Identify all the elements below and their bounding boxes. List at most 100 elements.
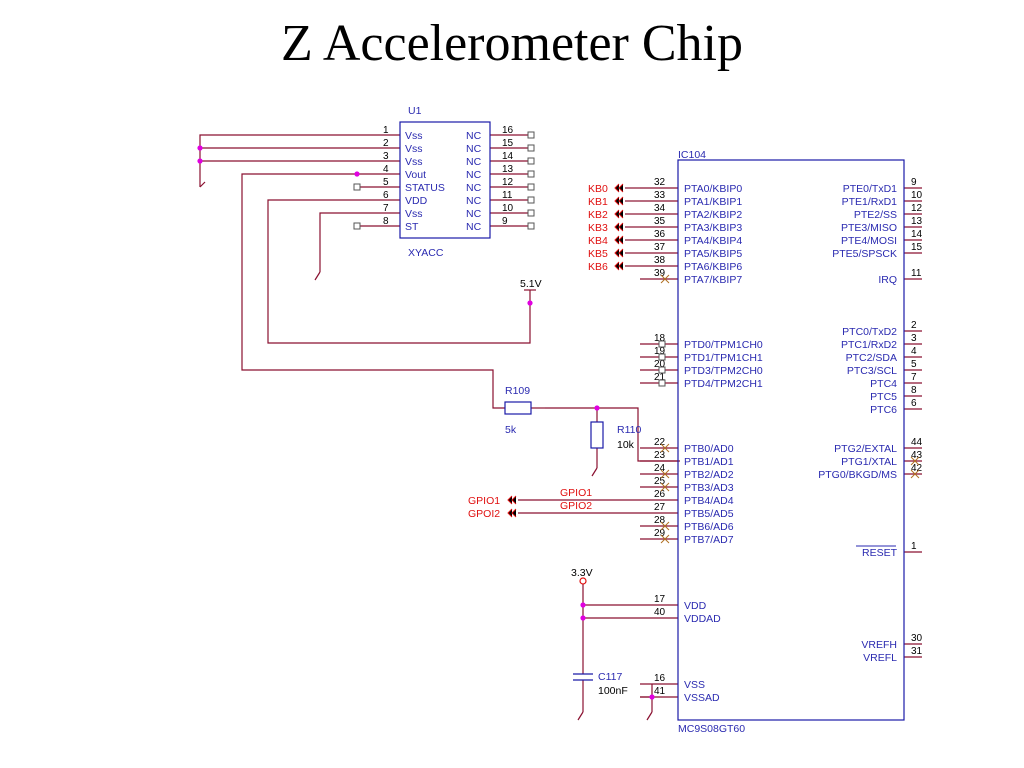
unused-pin-marker [658,340,666,348]
ic104-pin-name: PTC3/SCL [847,365,897,377]
ic104-pin-number: 4 [911,346,917,357]
junction-dot [354,171,360,177]
ic104-pin-number: 26 [654,489,666,500]
ic104-pin-number: 10 [911,190,923,201]
u1-pin-name: NC [466,156,482,168]
ic104-pin-number: 25 [654,476,666,487]
u1-pin-name: Vout [405,169,426,181]
vout-net [241,173,505,409]
ic104-pin-name: PTC5 [870,391,897,403]
power-5v1-label: 5.1V [520,278,542,290]
ic104-pin-number: 28 [654,515,666,526]
kb-port-chevron [614,235,620,245]
u1-nc-marker [527,170,535,178]
ic104-pin-number: 9 [911,177,917,188]
kb-port-label: KB6 [588,261,608,273]
u1-pin-name: NC [466,182,482,194]
ic104-pin-number: 34 [654,203,666,214]
ic104-pin-number: 42 [911,463,923,474]
u1-pin-number: 5 [383,177,389,188]
kb-port-chevron [618,196,624,206]
ic104-pin-number: 13 [911,216,923,227]
ic104-pin-name: PTE1/RxD1 [842,196,898,208]
u1-pin-number: 2 [383,138,389,149]
wires [199,134,922,721]
ic104-pin-number: 12 [911,203,923,214]
gnd-net [319,212,360,272]
ic104-pin-name: VDDAD [684,613,721,625]
u1-pin-number: 12 [502,177,514,188]
ic104-pin-name: PTC2/SDA [846,352,897,364]
u1-nc-marker [527,196,535,204]
junction-dot [594,405,600,411]
u1-nc-marker [527,222,535,230]
unused-pin-mark [660,469,670,479]
ic104-pin-name: PTA4/KBIP4 [684,235,742,247]
ic104-pin-number: 14 [911,229,923,240]
u1-nc-marker [353,222,361,230]
ic104-pin-number: 19 [654,346,666,357]
u1-pin-name: NC [466,221,482,233]
kb-port-chevron [618,248,624,258]
gpio-port-label: GPOI2 [468,508,500,520]
ic104-pin-name: RESET [862,547,898,559]
unused-pin-mark [910,456,920,466]
gpio-net-label: GPIO1 [560,487,592,499]
r109-body [504,401,532,415]
ic104-pin-name: PTE5/SPSCK [832,248,897,260]
u1-pin-name: NC [466,130,482,142]
ic104-pin-name: VSS [684,679,705,691]
c117-value: 100nF [598,685,628,697]
gpio-port-chevron [511,508,517,518]
u1-pin-name: Vss [405,143,423,155]
u1-pin-name: Vss [405,208,423,220]
ic104-pin-number: 30 [911,633,923,644]
ic104-pin-name: PTG2/EXTAL [834,443,897,455]
u1-pin-name: STATUS [405,182,445,194]
r110-body [590,421,604,449]
ic104-pin-name: PTE3/MISO [841,222,897,234]
ic104-pin-number: 21 [654,372,666,383]
ic104-pin-number: 11 [911,268,922,279]
kb-port-chevron [618,209,624,219]
gpio-port-chevron [507,495,513,505]
ic104-pin-number: 27 [654,502,666,513]
ic104-pin-name: PTD0/TPM1CH0 [684,339,763,351]
unused-pin-marker [658,366,666,374]
ic104-pin-name: PTD3/TPM2CH0 [684,365,763,377]
ic104-pin-name: PTD4/TPM2CH1 [684,378,763,390]
ic104-pin-name: PTG0/BKGD/MS [818,469,897,481]
ic104-pin-name: PTC1/RxD2 [841,339,897,351]
r110-ref: R110 [617,424,641,436]
ground-symbol [646,711,653,721]
r109-ref: R109 [505,385,530,397]
vdd-3v3-net [582,605,640,619]
unused-pin-marker [658,353,666,361]
unused-pin-mark [660,482,670,492]
ic104-pin-name: VSSAD [684,692,720,704]
unused-pin-mark [660,534,670,544]
ic104-pin-name: PTE0/TxD1 [843,183,897,195]
u1-pin-number: 3 [383,151,389,162]
gpio-port-chevron [511,495,517,505]
ic104-pin-name: PTB1/AD1 [684,456,734,468]
ic104-pin-name: VREFH [861,639,897,651]
kb-port-label: KB3 [588,222,608,234]
ic104-pin-name: PTD1/TPM1CH1 [684,352,763,364]
ground-symbol [577,711,584,721]
gpio-port-label: GPIO1 [468,495,500,507]
ic104-pin-number: 18 [654,333,666,344]
u1-pin-name: NC [466,195,482,207]
ground-symbol [199,181,206,188]
ic104-pin-name: PTB0/AD0 [684,443,734,455]
junction-dot [580,602,586,608]
ic104-pin-number: 20 [654,359,666,370]
u1-pin-number: 6 [383,190,389,201]
ic104-pin-number: 37 [654,242,666,253]
u1-nc-marker [527,131,535,139]
unused-pin-mark [660,274,670,284]
kb-port-chevron [614,222,620,232]
gnd-net [199,134,360,187]
kb-port-label: KB2 [588,209,608,221]
ic104-pin-name: PTA3/KBIP3 [684,222,742,234]
